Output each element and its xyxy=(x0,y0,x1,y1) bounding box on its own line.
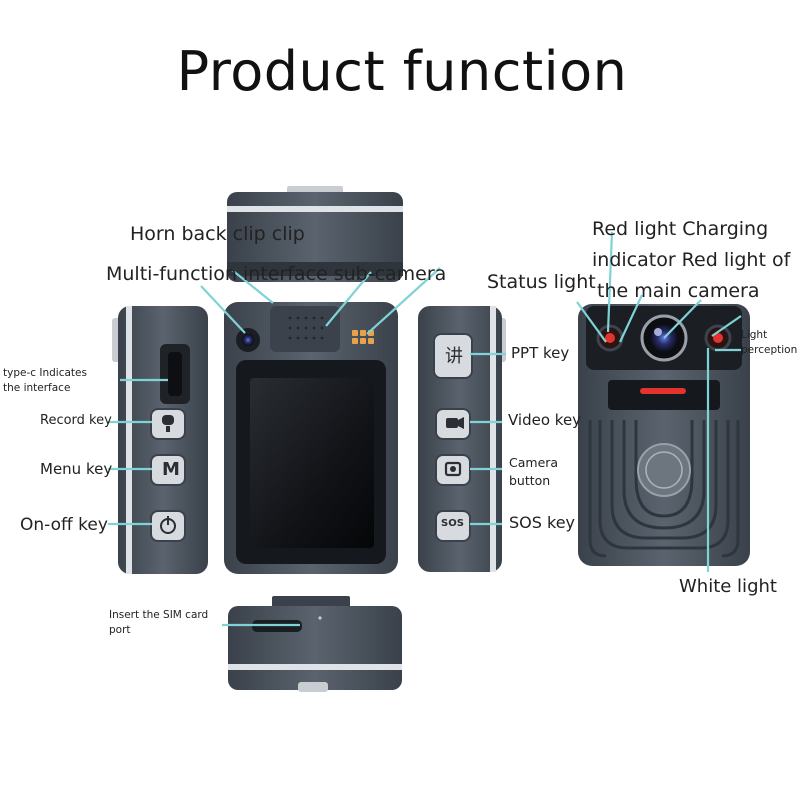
front-view xyxy=(224,302,398,574)
sos-button-glyph: SOS xyxy=(441,518,464,529)
label-status-light: Status light xyxy=(487,271,596,293)
leader-lines xyxy=(108,231,742,627)
back-view xyxy=(578,304,750,566)
label-light-perception: Light perception xyxy=(741,329,798,356)
page-title: Product function xyxy=(176,40,628,103)
label-red-light-line3: the main camera xyxy=(597,280,760,302)
label-red-light-line1: Red light Charging xyxy=(592,218,769,240)
label-camera-button: Camera button xyxy=(509,455,559,488)
label-video-key: Video key xyxy=(508,411,582,429)
label-horn-back-clip: Horn back clip clip xyxy=(130,223,305,245)
label-white-light: White light xyxy=(679,576,777,597)
label-sos-key: SOS key xyxy=(509,513,575,532)
label-type-c: type-c Indicates the interface xyxy=(3,367,87,394)
left-side-view xyxy=(112,306,208,574)
top-view xyxy=(227,186,403,282)
menu-button-glyph: M xyxy=(162,459,180,480)
right-side-view xyxy=(418,306,506,572)
label-red-light-line2: indicator Red light of xyxy=(592,249,791,271)
label-menu-key: Menu key xyxy=(40,460,113,478)
label-on-off-key: On-off key xyxy=(20,515,108,535)
ppt-button-glyph: 讲 xyxy=(445,346,463,367)
label-sim-card-port: Insert the SIM card port xyxy=(109,609,209,636)
label-ppt-key: PPT key xyxy=(511,344,570,362)
label-multi-function-interface: Multi-function interface sub-camera xyxy=(106,263,447,285)
bottom-view xyxy=(228,596,402,692)
label-record-key: Record key xyxy=(40,413,112,428)
